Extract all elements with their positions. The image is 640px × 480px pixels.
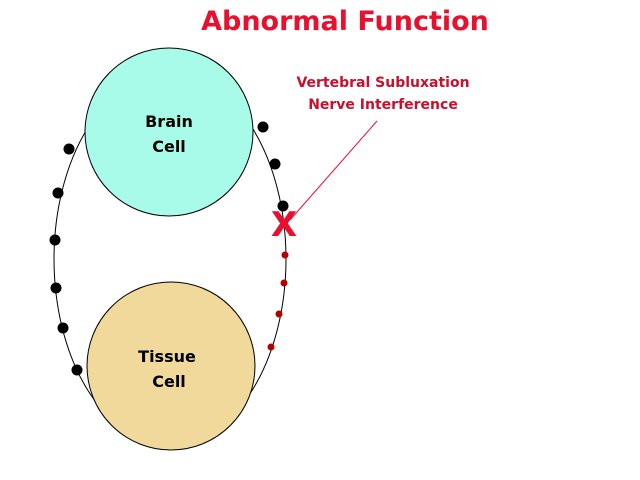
interference-x-icon: X — [271, 205, 297, 245]
weak-signal-dot — [280, 279, 288, 287]
nerve-signal-dot — [63, 143, 75, 155]
brain-cell-label-line-2: Cell — [152, 137, 186, 156]
nerve-signal-dot — [52, 187, 64, 199]
nerve-signal-dot — [277, 200, 289, 212]
brain-cell-label-line-1: Brain — [145, 112, 193, 131]
nerve-signal-dot — [257, 121, 269, 133]
annotation-pointer-line — [289, 120, 378, 221]
annotation-line-2: Nerve Interference — [308, 97, 458, 113]
nerve-signal-dot — [71, 364, 83, 376]
annotation-line-1: Vertebral Subluxation — [296, 75, 470, 91]
nerve-signal-dot — [57, 322, 69, 334]
weak-signal-dot — [275, 310, 283, 318]
weak-signal-dot — [281, 251, 289, 259]
annotation-label: Vertebral Subluxation Nerve Interference — [288, 72, 478, 116]
weak-signal-dot — [267, 343, 275, 351]
page-title: Abnormal Function — [201, 6, 489, 37]
brain-cell — [84, 47, 254, 217]
nerve-signal-dot — [269, 158, 281, 170]
tissue-cell — [86, 281, 256, 451]
nerve-signal-dot — [49, 234, 61, 246]
tissue-cell-label-line-2: Cell — [152, 372, 186, 391]
tissue-cell-label-line-1: Tissue — [138, 347, 196, 366]
nerve-signal-dot — [50, 282, 62, 294]
